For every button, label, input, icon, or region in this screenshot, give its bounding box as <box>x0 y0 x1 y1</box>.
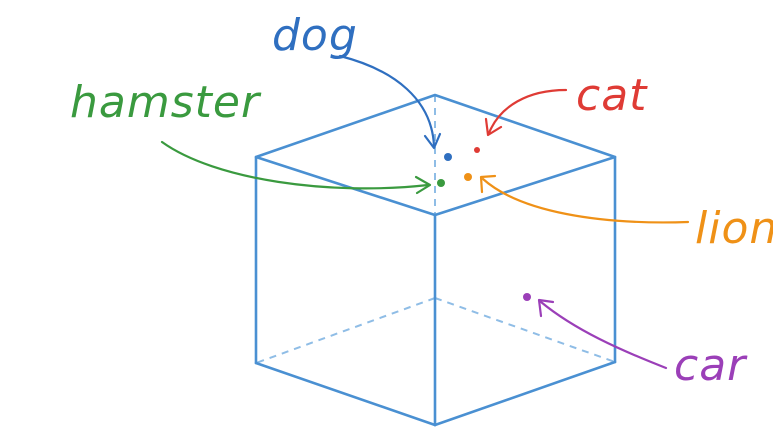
label-car: car <box>674 340 748 391</box>
point-group-dog: dog <box>272 10 452 161</box>
arrowhead-dog <box>423 132 442 150</box>
point-group-car: car <box>523 293 748 391</box>
dot-hamster <box>437 179 445 187</box>
point-group-cat: cat <box>474 70 648 153</box>
dot-cat <box>474 147 480 153</box>
cube-edge-bottom-right <box>433 360 617 427</box>
dot-car <box>523 293 531 301</box>
dot-dog <box>444 153 452 161</box>
point-group-hamster: hamster <box>70 77 445 195</box>
dot-lion <box>464 173 472 181</box>
cube-visible-edges <box>254 93 617 427</box>
arrowhead-hamster <box>414 175 432 195</box>
arrow-dog <box>338 54 436 148</box>
hidden-edge-back-right <box>434 297 616 363</box>
arrow-hamster <box>160 140 430 190</box>
arrowhead-car <box>537 298 555 318</box>
hidden-edge-back-left <box>255 297 436 364</box>
arrow-cat <box>487 88 568 135</box>
point-group-lion: lion <box>464 173 773 254</box>
arrow-lion <box>481 177 690 224</box>
label-dog: dog <box>272 10 358 61</box>
arrowhead-lion <box>479 174 497 194</box>
arrow-car <box>539 300 668 370</box>
label-lion: lion <box>695 203 773 254</box>
arrowhead-cat <box>484 117 503 137</box>
cube-edge-bottom-left <box>254 361 437 427</box>
label-cat: cat <box>576 70 648 121</box>
label-hamster: hamster <box>70 77 262 128</box>
